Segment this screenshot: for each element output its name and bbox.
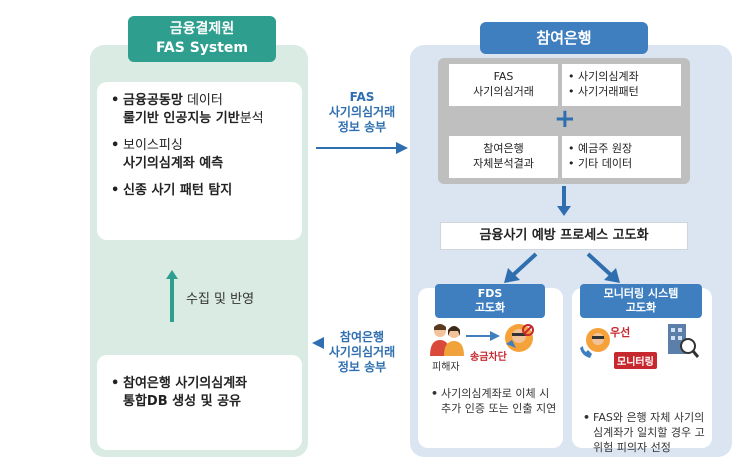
header-system-name: FAS System — [155, 40, 249, 56]
bullet-new-pattern: • 신종 사기 패턴 탐지 — [111, 183, 233, 198]
fas-to-bank-label: FAS 사기의심거래 정보 송부 — [328, 90, 396, 134]
left-arrow-icon — [312, 337, 324, 349]
fas-analysis-box: • 금융공동망 데이터 룰기반 인공지능 기반분석 • 보이스피싱 사기의심계좌… — [97, 82, 302, 240]
bullet-integrated-db: • 참여은행 사기의심계좌 통합DB 생성 및 공유 — [111, 376, 248, 409]
fas-source-cell: FAS 사기의심거래 — [449, 64, 558, 106]
integrated-db-box: • 참여은행 사기의심계좌 통합DB 생성 및 공유 — [97, 355, 302, 450]
fas-item: • 사기의심계좌 — [568, 70, 639, 83]
fraudster-phone-icon — [580, 328, 610, 358]
monitoring-label: 모니터링 — [614, 352, 657, 369]
bullet-rule-ai-analysis: • 금융공동망 데이터 룰기반 인공지능 기반분석 — [111, 93, 264, 126]
fas-item: • 사기거래패턴 — [568, 85, 639, 98]
bank-item: • 기타 데이터 — [568, 157, 633, 170]
bank-to-fas-label: 참여은행 사기의심거래 정보 송부 — [328, 330, 396, 374]
diagonal-arrow-left-icon — [504, 252, 538, 283]
bullet-voice-phishing: • 보이스피싱 사기의심계좌 예측 — [111, 138, 224, 171]
bank-source-cell: 참여은행 자체분석결과 — [449, 136, 558, 178]
monitoring-note: •FAS와 은행 자체 사기의심계좌가 일치할 경우 고위험 피의자 선정 — [583, 411, 705, 454]
bank-items-cell: • 예금주 원장 • 기타 데이터 — [562, 136, 681, 178]
priority-label: 우선 — [610, 326, 631, 339]
up-arrow-icon — [166, 270, 178, 322]
process-advancement-box: 금융사기 예방 프로세스 고도화 — [440, 222, 688, 250]
right-arrow-icon — [316, 142, 408, 154]
header-org-name: 금융결제원 — [169, 21, 235, 37]
diagonal-arrow-right-icon — [586, 252, 620, 283]
victims-icon — [430, 324, 464, 356]
fraudster-phone-icon — [505, 324, 534, 352]
collect-reflect-label: 수집 및 반영 — [186, 292, 255, 307]
bank-item: • 예금주 원장 — [568, 142, 633, 155]
fds-note: •사기의심계좌로 이체 시 추가 인증 또는 인출 지연 — [431, 387, 557, 415]
plus-icon: + — [554, 104, 576, 134]
fds-header: FDS 고도화 — [435, 284, 545, 318]
monitoring-header: 모니터링 시스템 고도화 — [580, 284, 702, 318]
victim-label: 피해자 — [432, 362, 460, 373]
fas-system-header: 금융결제원 FAS System — [128, 16, 276, 62]
participating-bank-header: 참여은행 — [480, 22, 648, 54]
transfer-arrow-icon — [466, 331, 500, 341]
bank-building-icon — [668, 324, 700, 358]
down-arrow-icon — [557, 186, 571, 216]
transfer-block-label: 송금차단 — [470, 352, 507, 363]
fas-items-cell: • 사기의심계좌 • 사기거래패턴 — [562, 64, 681, 106]
